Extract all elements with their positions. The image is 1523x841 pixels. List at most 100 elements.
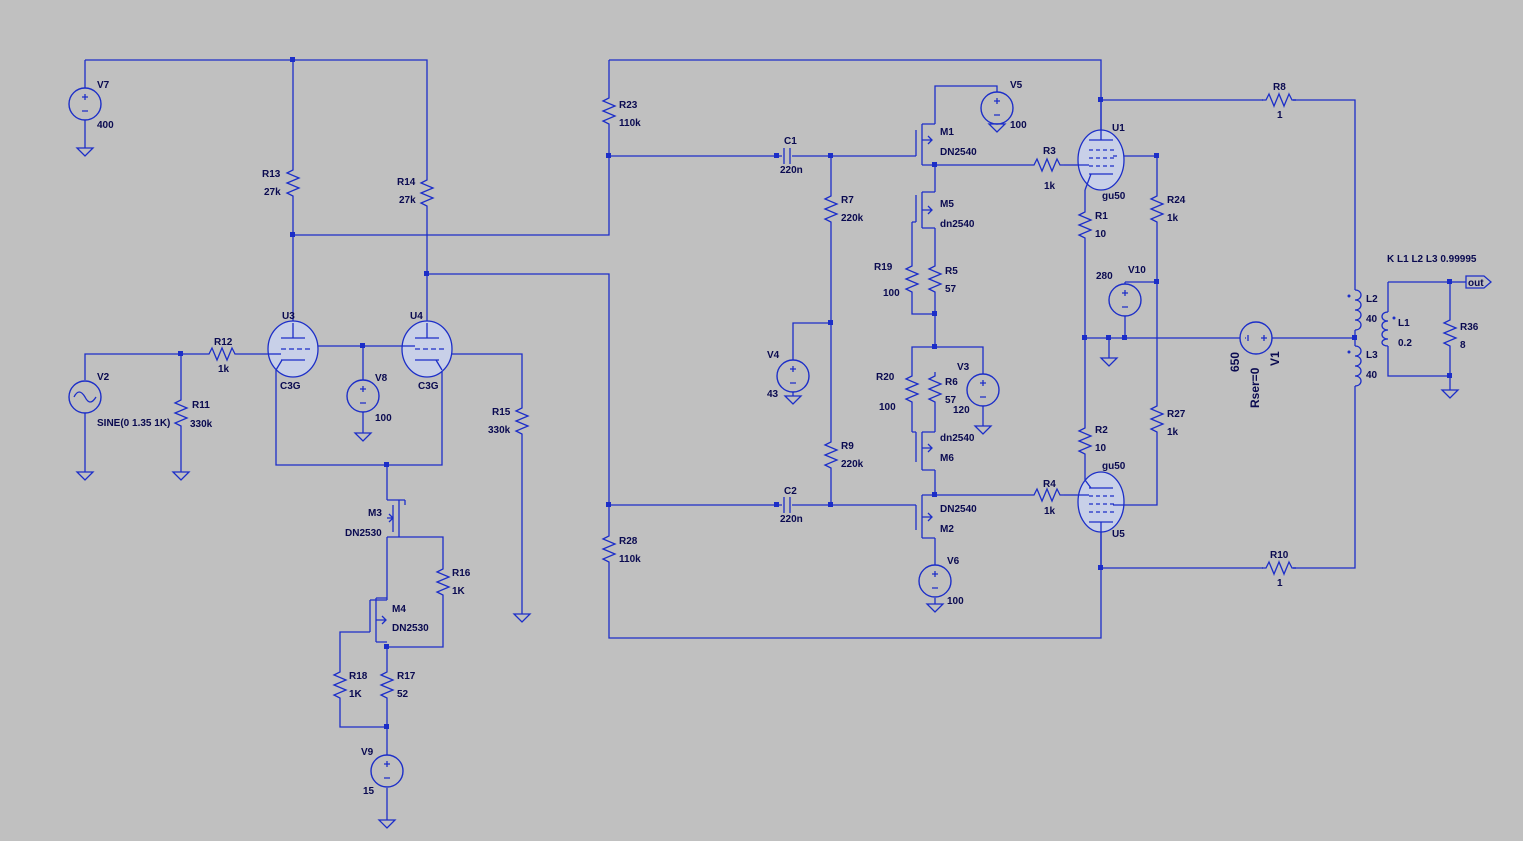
label-U4: U4 — [410, 311, 423, 322]
value-U5: gu50 — [1102, 461, 1126, 472]
value-R11: 330k — [190, 419, 213, 430]
label-R18: R18 — [349, 671, 368, 682]
label-R2: R2 — [1095, 425, 1108, 436]
value-R19: 100 — [883, 288, 900, 299]
value-R24: 1k — [1167, 213, 1179, 224]
value-R18: 1K — [349, 689, 363, 700]
label-R15: R15 — [492, 407, 511, 418]
value-M5: dn2540 — [940, 219, 975, 230]
value-R5: 57 — [945, 284, 957, 295]
value-R7: 220k — [841, 213, 864, 224]
capacitor-C2 — [783, 497, 791, 513]
value-V1: 650 — [1228, 352, 1242, 372]
value-C2: 220n — [780, 514, 803, 525]
capacitors — [783, 148, 791, 513]
resistor-R28 — [601, 532, 617, 566]
label-L3: L3 — [1366, 350, 1378, 361]
tube-U3 — [267, 320, 319, 378]
value-R9: 220k — [841, 459, 864, 470]
label-U1: U1 — [1112, 123, 1125, 134]
resistor-R12 — [205, 346, 239, 362]
tube-U1 — [1077, 129, 1125, 191]
value-L2: 40 — [1366, 314, 1378, 325]
label-R36: R36 — [1460, 322, 1479, 333]
label-V4: V4 — [767, 350, 780, 361]
label-R3: R3 — [1043, 146, 1056, 157]
source-V1 — [1239, 321, 1273, 355]
value-C1: 220n — [780, 165, 803, 176]
label-R4: R4 — [1043, 479, 1056, 490]
value-R23: 110k — [619, 118, 641, 129]
resistor-R14 — [419, 176, 435, 208]
mosfets — [369, 123, 935, 643]
wire-patches — [1262, 92, 1296, 576]
source-V7 — [68, 87, 102, 121]
value-R8: 1 — [1277, 110, 1283, 121]
source-V2 — [68, 380, 102, 414]
label-R13: R13 — [262, 169, 281, 180]
label-R9: R9 — [841, 441, 854, 452]
label-R24: R24 — [1167, 195, 1186, 206]
label-R7: R7 — [841, 195, 854, 206]
label-L1: L1 — [1398, 318, 1410, 329]
label-R28: R28 — [619, 536, 638, 547]
resistor-R4 — [1030, 487, 1064, 503]
label-R5: R5 — [945, 266, 958, 277]
label-V3: V3 — [957, 362, 970, 373]
resistor-R16 — [435, 565, 451, 599]
label-M4: M4 — [392, 604, 406, 615]
value-V6: 100 — [947, 596, 964, 607]
value-R16: 1K — [452, 586, 466, 597]
value-U3: C3G — [280, 381, 301, 392]
resistor-R20 — [904, 372, 920, 406]
value-V3: 120 — [953, 405, 970, 416]
value-V4: 43 — [767, 389, 779, 400]
source-V9 — [370, 754, 404, 788]
label-M1: M1 — [940, 127, 954, 138]
resistor-R9 — [823, 438, 839, 472]
resistor-R24 — [1149, 192, 1165, 226]
pentodes — [1077, 129, 1125, 533]
value-V9: 15 — [363, 786, 375, 797]
value-R3: 1k — [1044, 181, 1056, 192]
svg-text:out: out — [1468, 278, 1484, 289]
value-R4: 1k — [1044, 506, 1056, 517]
resistor-R1 — [1077, 208, 1093, 242]
value-R2: 10 — [1095, 443, 1107, 454]
label-U3: U3 — [282, 311, 295, 322]
label-R27: R27 — [1167, 409, 1186, 420]
resistor-R18 — [332, 668, 348, 702]
label-C1: C1 — [784, 136, 797, 147]
value-R36: 8 — [1460, 340, 1466, 351]
value-L1: 0.2 — [1398, 338, 1412, 349]
label-V9: V9 — [361, 747, 374, 758]
voltage-sources — [68, 87, 1273, 788]
label-M6: M6 — [940, 453, 954, 464]
label-C2: C2 — [784, 486, 797, 497]
label-R1: R1 — [1095, 211, 1108, 222]
value-R6: 57 — [945, 395, 957, 406]
source-V3 — [966, 373, 1000, 407]
resistor-R19 — [904, 262, 920, 296]
extra-V1: Rser=0 — [1248, 367, 1262, 408]
wires — [84, 59, 1466, 820]
coupling-directive: K L1 L2 L3 0.99995 — [1387, 254, 1477, 265]
mosfet-M3 — [387, 499, 405, 538]
resistor-R2 — [1077, 424, 1093, 458]
value-V7: 400 — [97, 120, 114, 131]
value-R20: 100 — [879, 402, 896, 413]
resistor-R5 — [927, 262, 943, 296]
inductor-L3 — [1354, 345, 1362, 387]
label-R23: R23 — [619, 100, 638, 111]
resistor-R7 — [823, 192, 839, 226]
resistors — [173, 92, 1458, 702]
label-R19: R19 — [874, 262, 893, 273]
source-V5 — [980, 91, 1014, 125]
label-R17: R17 — [397, 671, 416, 682]
label-R20: R20 — [876, 372, 895, 383]
label-U5: U5 — [1112, 529, 1125, 540]
inductor-L2 — [1354, 289, 1362, 331]
value-U1: gu50 — [1102, 191, 1126, 202]
value-R12: 1k — [218, 364, 230, 375]
